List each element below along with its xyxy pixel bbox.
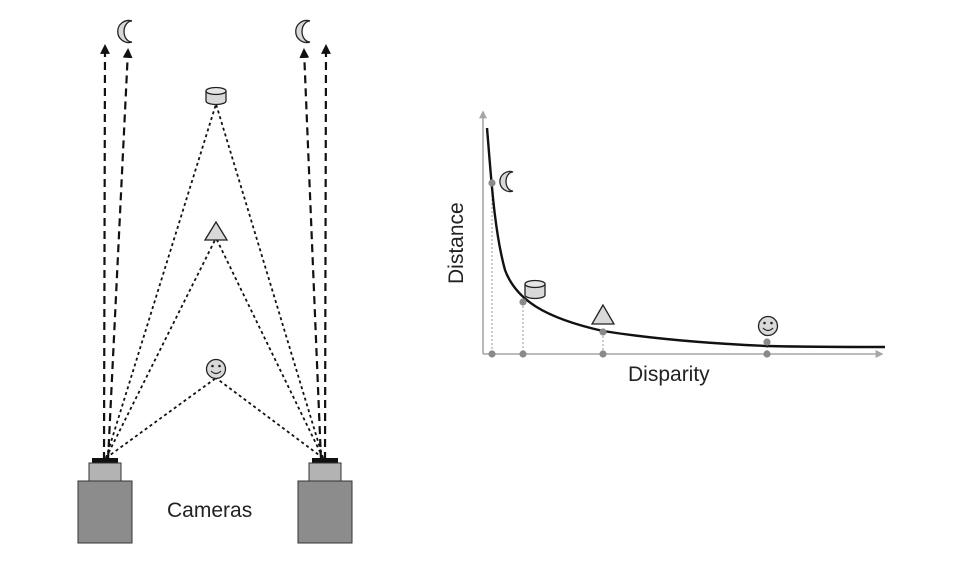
far-object-rays [100,44,331,461]
curve-points [488,179,771,346]
y-axis-label: Distance [445,202,468,284]
smiley-face-icon [757,315,779,337]
cylinder-icon [205,86,227,106]
cylinder-icon [524,279,546,300]
cameras-label: Cameras [167,499,252,522]
right-camera [297,458,353,544]
drop-lines [491,183,768,354]
near-object-rays [105,103,324,459]
left-camera [77,458,133,544]
crescent-moon-icon [295,19,311,44]
triangle-icon [590,303,616,325]
smiley-face-icon [205,358,227,380]
x-axis-label: Disparity [628,363,710,386]
distance-curve [485,127,886,349]
crescent-moon-icon [117,19,133,44]
crescent-moon-icon [499,170,514,193]
axis-points [488,350,771,358]
disparity-graph: Disparity Distance [445,110,886,386]
stereo-setup: Cameras [77,19,353,544]
triangle-icon [203,220,229,241]
